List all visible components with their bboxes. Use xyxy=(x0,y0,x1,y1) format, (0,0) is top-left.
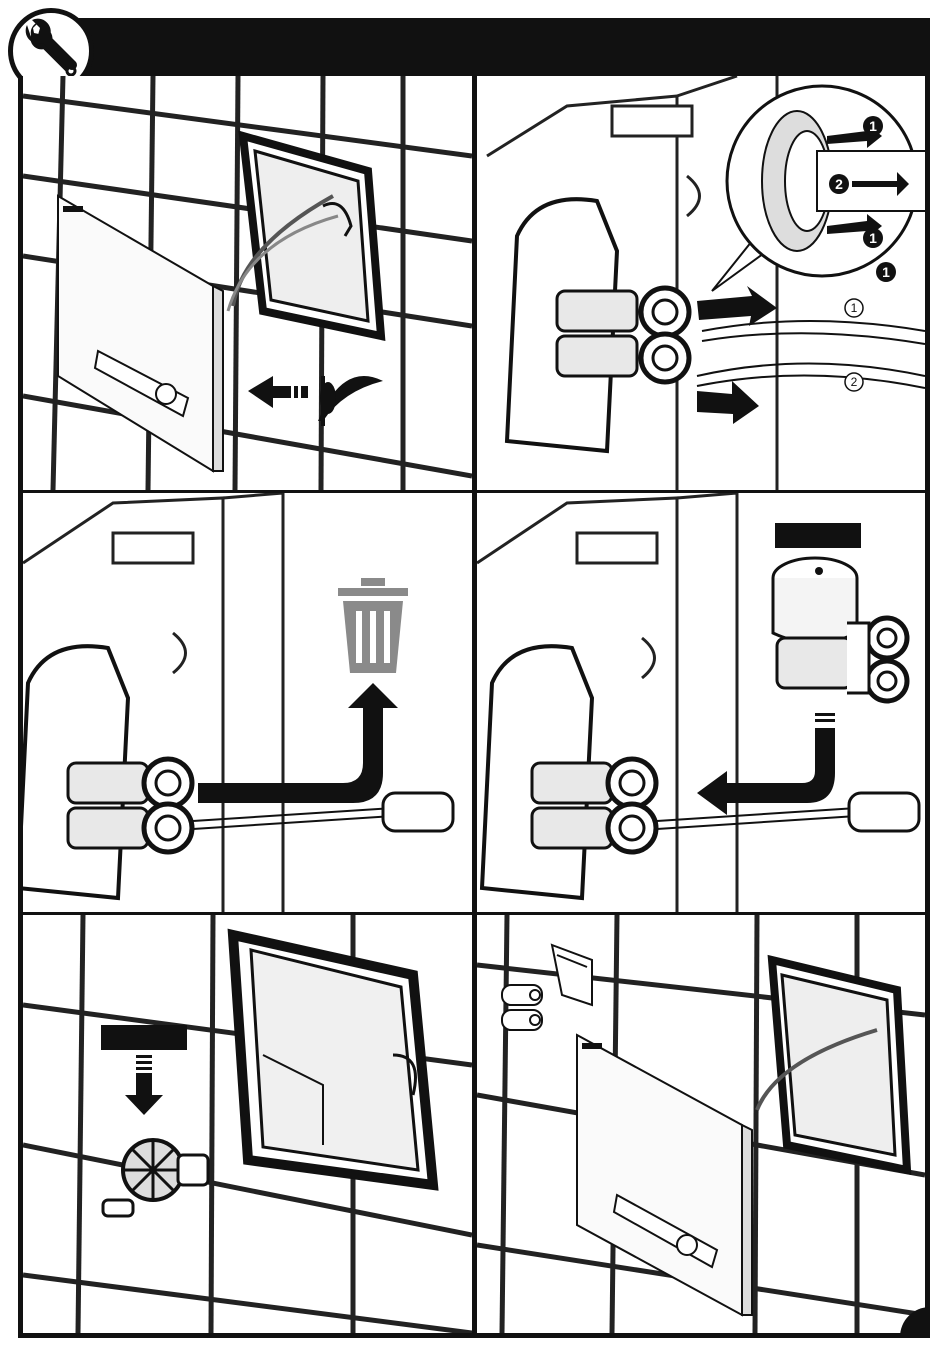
part-label-bar xyxy=(101,1025,187,1050)
panel-remove-cover xyxy=(23,76,472,490)
panel-install-filter-illustration xyxy=(23,915,472,1333)
panel-install-filter xyxy=(23,915,472,1333)
wall-box xyxy=(233,935,433,1185)
pull-arrow xyxy=(248,376,308,408)
detail-callout xyxy=(712,86,925,291)
panel-install-valve xyxy=(477,493,925,912)
marker-1-legend: 1 xyxy=(882,264,890,280)
discard-arrow xyxy=(198,683,398,803)
panel-disconnect-tubes-illustration: 1 2 1 1 1 2 xyxy=(477,76,925,490)
cover-plate xyxy=(577,1035,752,1315)
down-arrow xyxy=(125,1055,163,1115)
new-valve xyxy=(773,558,907,701)
panel-discard-valve-illustration xyxy=(23,493,472,912)
marker-1-bottom: 1 xyxy=(869,230,877,246)
header-bar xyxy=(55,18,930,76)
panel-reassemble-cover xyxy=(477,915,925,1333)
panel-install-valve-illustration xyxy=(477,493,925,912)
filter-part xyxy=(103,1140,208,1216)
tubes xyxy=(697,321,925,388)
wall-box xyxy=(757,960,907,1170)
tube-label-2: 2 xyxy=(851,375,858,389)
fittings xyxy=(641,288,689,382)
panel-reassemble-cover-illustration xyxy=(477,915,925,1333)
panel-discard-valve xyxy=(23,493,472,912)
marker-2: 2 xyxy=(835,176,843,192)
cover-plate xyxy=(58,196,223,471)
eye-icon xyxy=(318,376,383,426)
valve-housing xyxy=(23,646,192,898)
battery-clip xyxy=(552,945,592,1005)
panel-remove-cover-illustration xyxy=(23,76,472,490)
insert-arrow xyxy=(697,713,835,815)
pull-arrow-2 xyxy=(697,381,759,424)
valve-housing xyxy=(507,199,637,451)
panel-disconnect-tubes: 1 2 1 1 1 2 xyxy=(477,76,925,490)
marker-1-top: 1 xyxy=(869,118,877,134)
valve-housing xyxy=(482,646,656,898)
trash-bin-icon xyxy=(338,578,408,673)
wall-box xyxy=(228,136,381,336)
tube-label-1: 1 xyxy=(851,301,858,315)
new-part-label-bar xyxy=(775,523,861,548)
pull-arrow-1 xyxy=(697,286,777,326)
